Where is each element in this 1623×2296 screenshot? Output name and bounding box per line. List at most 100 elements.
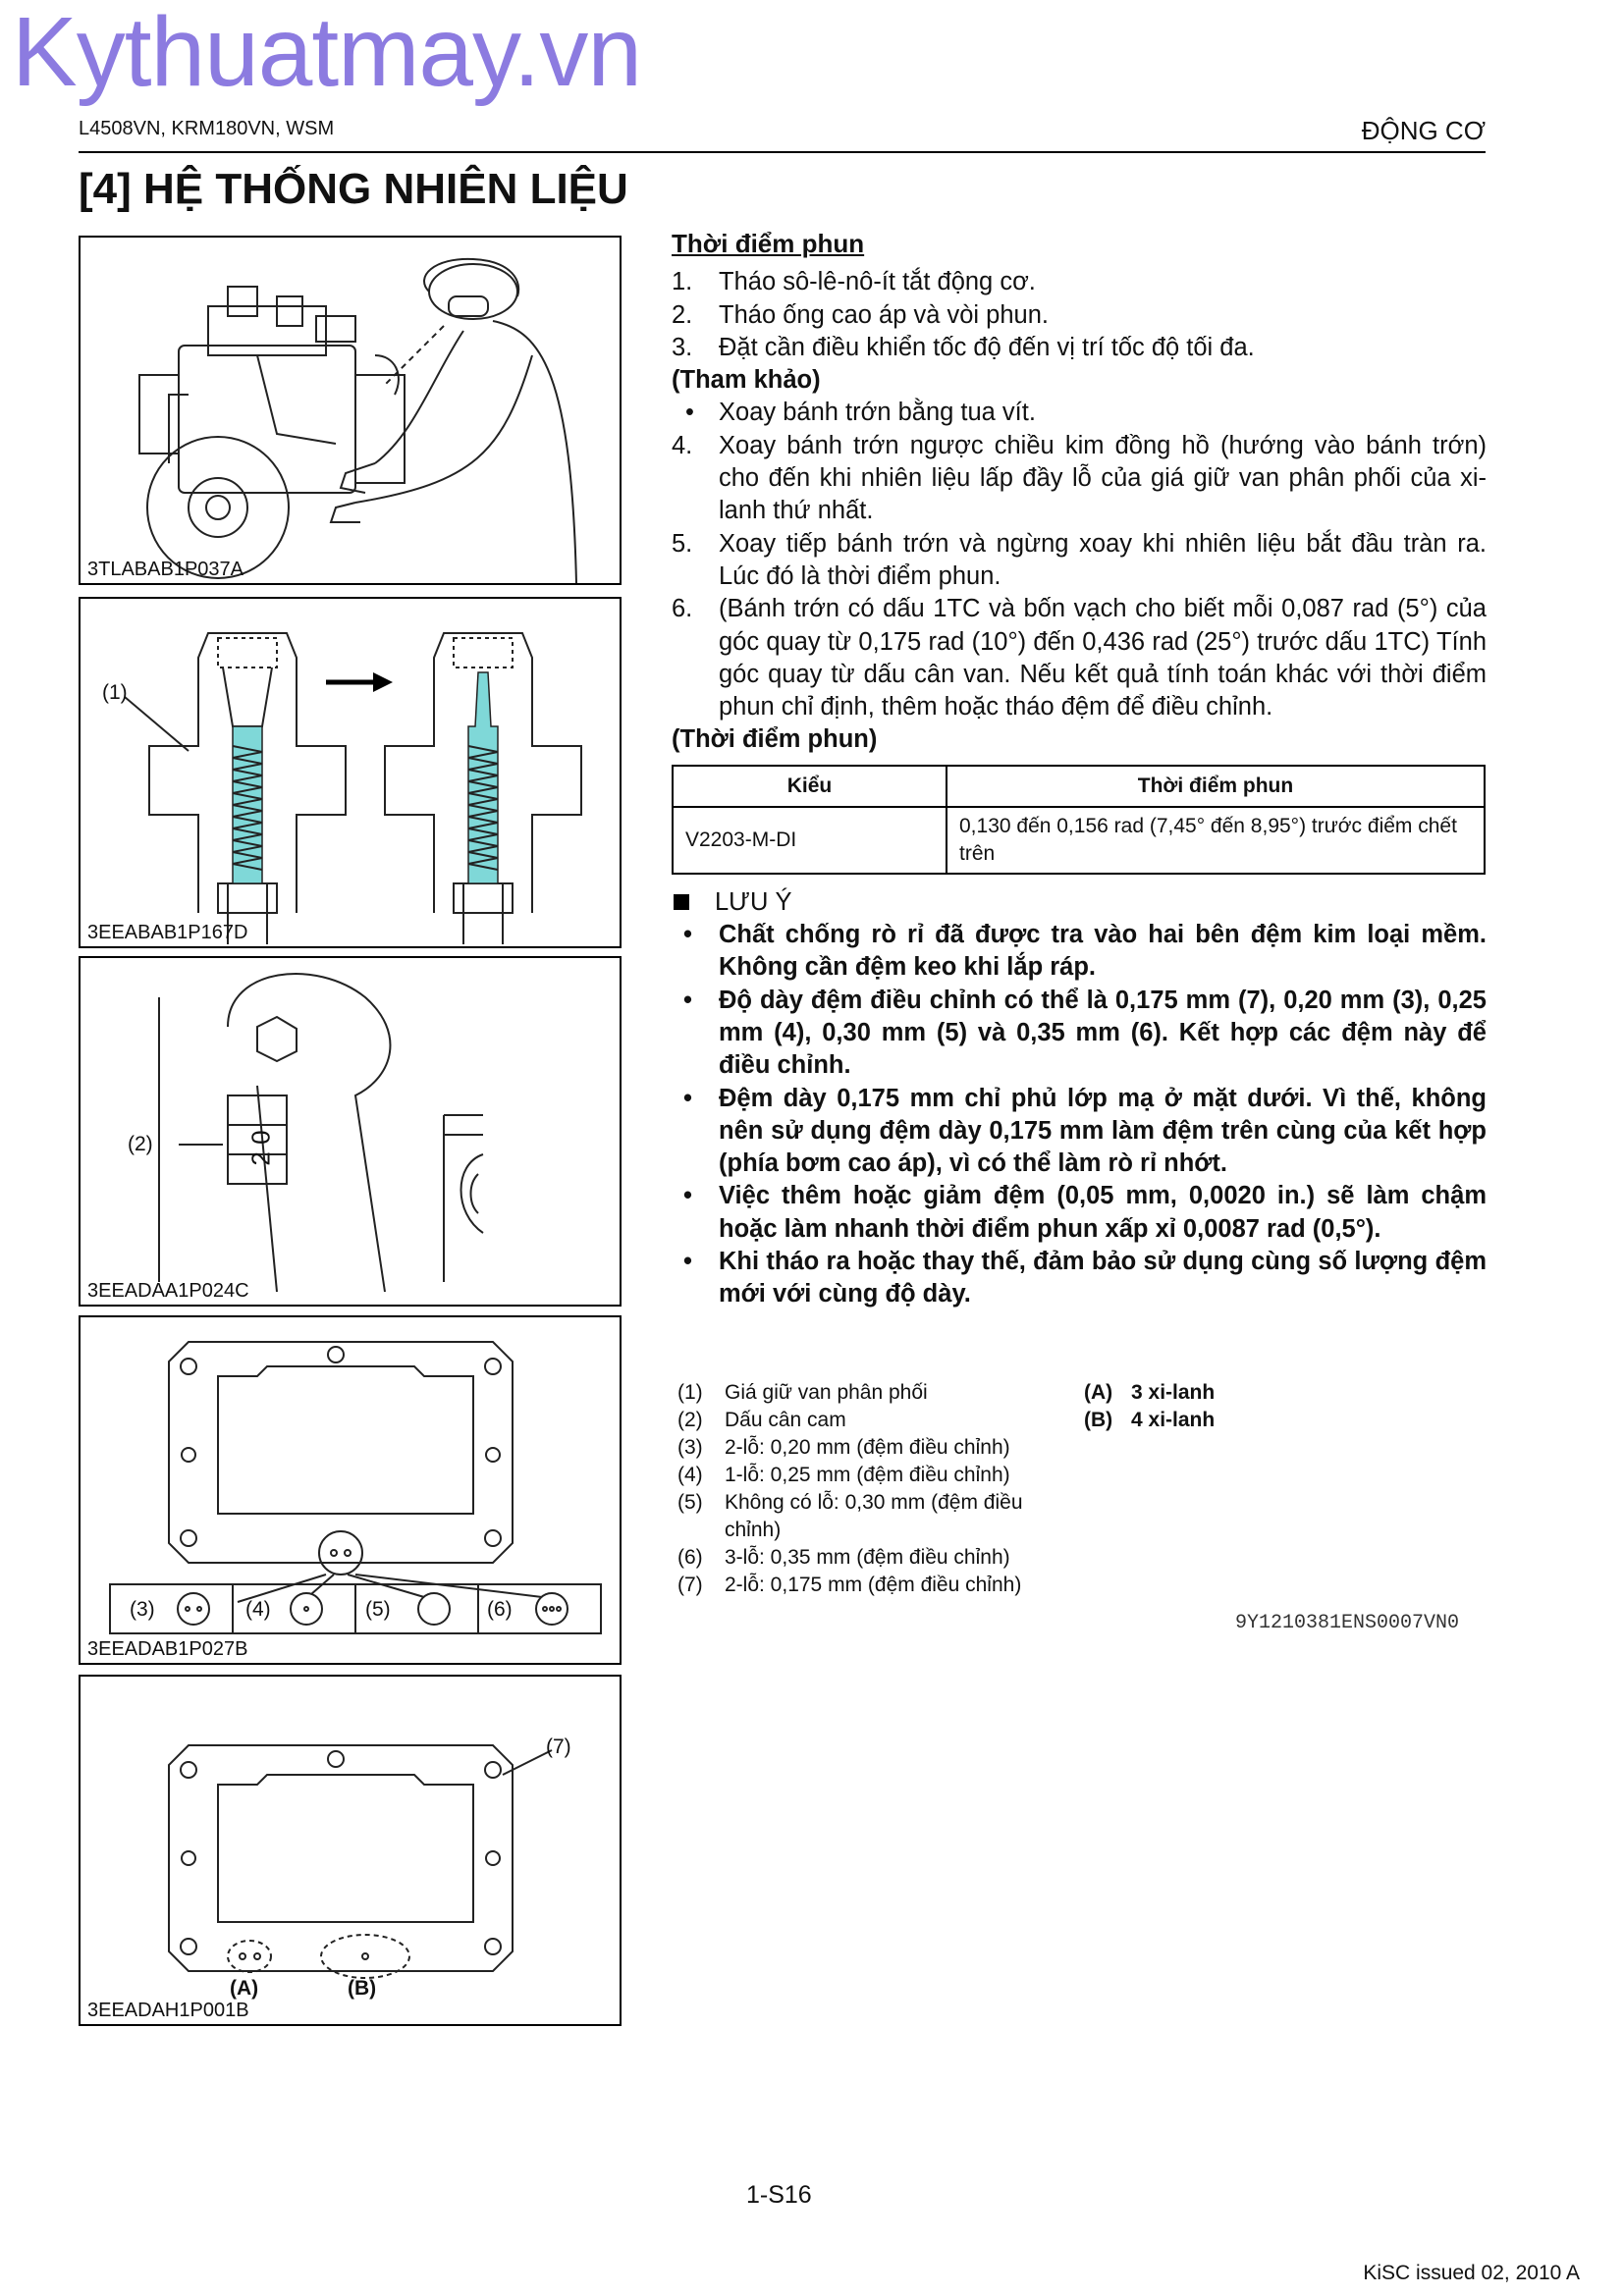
step-number: 5. [672,529,693,558]
step: 4. Xoay bánh trớn ngược chiều kim đồng hồ… [672,430,1487,528]
step-text: Tháo ống cao áp và vòi phun. [719,300,1049,329]
note-item: •Việc thêm hoặc giảm đệm (0,05 mm, 0,002… [672,1180,1487,1246]
note-item: • Đệm dày 0,175 mm chỉ phủ lớp mạ ở mặt d… [672,1083,1487,1181]
step-number: 1. [672,268,693,296]
bullet-dot: • [683,986,692,1014]
step-text: Xoay bánh trớn ngược chiều kim đồng hồ (… [719,431,1487,525]
step: 1. Tháo sô-lê-nô-ít tắt động cơ. [672,266,1487,298]
table-header: Thời điểm phun [946,764,1486,808]
note-item: • Chất chống rò rỉ đã được tra vào hai bê… [672,919,1487,985]
step-text: Đặt cần điều khiển tốc độ đến vị trí tốc… [719,333,1255,361]
legend-key: (2) [677,1409,703,1431]
shim-label-4: (4) [245,1598,271,1621]
step-number: 4. [672,431,693,459]
legend-key: (4) [677,1464,703,1486]
callout-7: (7) [546,1735,571,1758]
table-header-row: Kiểu Thời điểm phun [672,764,1486,808]
table-cell: 0,130 đến 0,156 rad (7,45° đến 8,95°) tr… [946,805,1486,875]
legend-value: 3-lỗ: 0,35 mm (đệm điều chỉnh) [725,1546,1010,1569]
legend-item: (A)3 xi-lanh [1084,1379,1215,1407]
legend-value: 1-lỗ: 0,25 mm (đệm điều chỉnh) [725,1464,1010,1486]
legend-key: (6) [677,1546,703,1569]
step: 2. Tháo ống cao áp và vòi phun. [672,299,1487,332]
legend-key: (1) [677,1381,703,1404]
figure-code: 3EEABAB1P167D [87,922,248,943]
header-model: L4508VN, KRM180VN, WSM [79,118,335,139]
note-text: Việc thêm hoặc giảm đệm (0,05 mm, 0,0020… [719,1182,1487,1243]
spec-table: Kiểu Thời điểm phun V2203-M-DI 0,130 đến… [672,764,1486,875]
step-number: 6. [672,595,693,623]
note-text: Đệm dày 0,175 mm chỉ phủ lớp mạ ở mặt dư… [719,1084,1487,1178]
table-header: Kiểu [672,764,947,808]
note-text: Chất chống rò rỉ đã được tra vào hai bên… [719,921,1487,982]
note-text: Khi tháo ra hoặc thay thế, đảm bảo sử dụ… [719,1248,1487,1308]
legend-item: (5) Không có lỗ: 0,30 mm (đệm điều chỉnh) [677,1489,1070,1544]
reference-bullet: • Xoay bánh trớn bằng tua vít. [672,397,1487,429]
alignment-mark-text: 2 0 [245,1130,276,1166]
table-cell: V2203-M-DI [672,805,947,875]
valve-illustration [124,632,582,944]
step-text: (Bánh trớn có dấu 1TC và bốn vạch cho bi… [719,595,1487,721]
legend-cylinders: (A)3 xi-lanh (B) 4 xi-lanh [1084,1379,1215,1434]
note-text: Độ dày đệm điều chỉnh có thể là 0,175 mm… [719,986,1487,1080]
legend: (1)Giá giữ van phân phối (2)Dấu cân cam … [677,1379,1070,1599]
legend-item: (B) 4 xi-lanh [1084,1407,1215,1434]
issue-info: KiSC issued 02, 2010 A [1363,2262,1580,2284]
bullet-dot: • [683,1248,692,1276]
shim-label-3: (3) [130,1598,155,1621]
header-section: ĐỘNG CƠ [1361,116,1486,145]
legend-value: Giá giữ van phân phối [725,1381,928,1404]
figure-code: 3EEADAA1P024C [87,1280,249,1302]
figure-code: 3EEADAB1P027B [87,1638,248,1660]
procedure-column: Thời điểm phun 1. Tháo sô-lê-nô-ít tắt độ… [672,228,1487,1311]
spec-label: (Thời điểm phun) [672,725,878,754]
header-rule [79,151,1486,153]
step: 3. Đặt cần điều khiển tốc độ đến vị trí t… [672,332,1487,364]
step-text: Xoay tiếp bánh trớn và ngừng xoay khi nh… [719,529,1487,590]
shim-label-6: (6) [487,1598,513,1621]
figure-cam-mark: (2) 2 0 3EEADAA1P024C [79,956,622,1307]
figure-code: 3EEADAH1P001B [87,2000,249,2021]
bullet-dot: • [685,399,694,427]
figure-code: 3TLABAB1P037A [87,559,243,580]
legend-value: 4 xi-lanh [1131,1409,1216,1431]
legend-key: (5) [677,1491,703,1514]
step: 6. (Bánh trớn có dấu 1TC và bốn vạch cho … [672,593,1487,723]
reference-label: (Tham khảo) [672,366,821,395]
shim-cylinder-illustration [168,1744,553,1979]
square-bullet-icon [674,894,689,911]
engine-illustration [138,257,577,583]
legend-item: (6) 3-lỗ: 0,35 mm (đệm điều chỉnh) [677,1544,1070,1572]
legend-item: (3) 2-lỗ: 0,20 mm (đệm điều chỉnh) [677,1434,1070,1462]
note-item: • Độ dày đệm điều chỉnh có thể là 0,175 m… [672,985,1487,1083]
note-title: LƯU Ý [715,887,792,916]
table-row: V2203-M-DI 0,130 đến 0,156 rad (7,45° đế… [672,805,1486,875]
shim-label-5: (5) [365,1598,391,1621]
legend-item: (1) Giá giữ van phân phối [677,1379,1070,1407]
figure-shim-types: (3) (4) (5) (6) 3EEADAB1P027B [79,1315,622,1665]
legend-item: (2)Dấu cân cam [677,1407,1070,1434]
page-title: [4] HỆ THỐNG NHIÊN LIỆU [79,165,628,213]
watermark: Kythuatmay.vn [12,0,642,107]
document-code: 9Y1210381ENS0007VN0 [1235,1612,1460,1634]
legend-key: (3) [677,1436,703,1459]
bullet-dot: • [683,921,692,949]
step: 5. Xoay tiếp bánh trớn và ngừng xoay khi … [672,528,1487,594]
page-number: 1-S16 [746,2181,812,2209]
step-text: Tháo sô-lê-nô-ít tắt động cơ. [719,268,1036,296]
bullet-text: Xoay bánh trớn bằng tua vít. [719,399,1036,427]
step-number: 2. [672,300,693,329]
legend-value: Không có lỗ: 0,30 mm (đệm điều chỉnh) [725,1491,1023,1541]
callout-1: (1) [102,681,128,704]
legend-key: (B) [1084,1409,1113,1431]
legend-key: (A) [1084,1381,1113,1404]
callout-2: (2) [128,1133,153,1155]
shim-illustration [109,1341,602,1634]
label-b: (B) [348,1977,377,2000]
section-title: Thời điểm phun [672,229,865,258]
legend-value: 2-lỗ: 0,175 mm (đệm điều chỉnh) [725,1574,1022,1596]
note-heading: LƯU Ý [672,886,1487,919]
step-number: 3. [672,333,693,361]
legend-value: 2-lỗ: 0,20 mm (đệm điều chỉnh) [725,1436,1010,1459]
bullet-dot: • [683,1084,692,1112]
